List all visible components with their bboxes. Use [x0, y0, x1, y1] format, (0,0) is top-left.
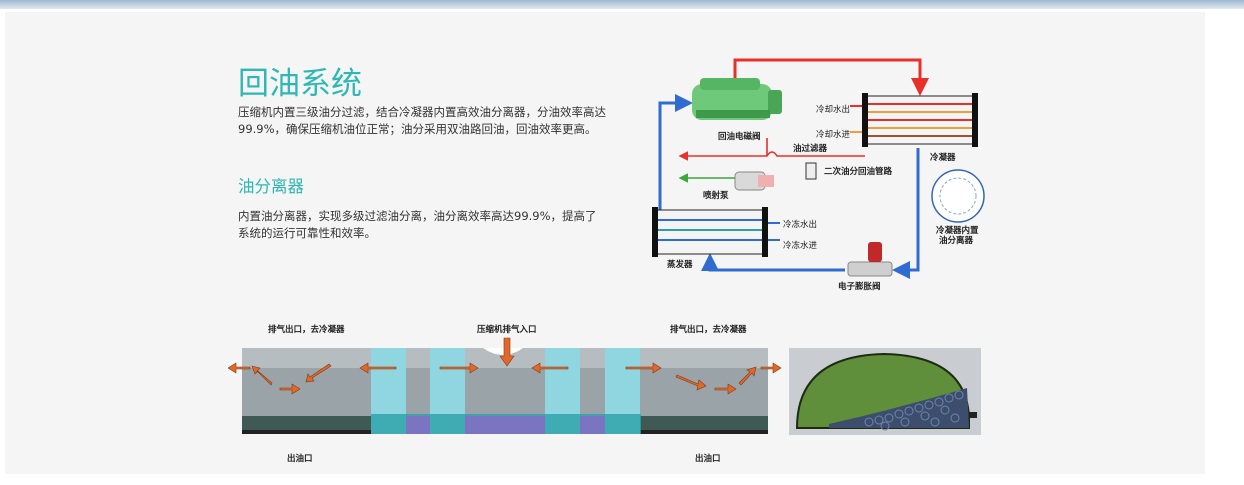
label-oil-out-left: 出油口	[287, 454, 313, 464]
condenser-separator-inset	[931, 169, 985, 223]
label-solenoid: 回油电磁阀	[718, 132, 761, 142]
label-secondary-oil: 二次油分回油管路	[824, 167, 893, 177]
oil-separator-cutaway	[228, 337, 782, 434]
label-separator-1: 冷凝器内置	[936, 226, 979, 236]
condenser-illustration	[850, 93, 978, 147]
label-cooling-out: 冷却水出	[816, 105, 851, 115]
label-exhaust-left: 排气出口，去冷凝器	[268, 325, 345, 335]
intro-text: 压缩机内置三级油分过滤，结合冷凝器内置高效油分离器，分油效率高达99.9%，确保…	[238, 105, 606, 136]
top-banner-strip	[0, 0, 1244, 9]
evaporator-illustration	[652, 207, 780, 257]
electronic-expansion-valve	[847, 242, 893, 277]
separator-cross-section	[789, 348, 981, 435]
label-oil-filter: 油过滤器	[793, 144, 828, 154]
label-cooling-in: 冷却水进	[816, 130, 851, 140]
label-condenser: 冷凝器	[930, 153, 956, 163]
label-chilled-in: 冷冻水进	[783, 241, 818, 251]
liquid-line	[892, 148, 920, 279]
subsection-title: 油分离器	[238, 177, 304, 196]
compressor-illustration	[692, 78, 782, 120]
label-inlet: 压缩机排气入口	[477, 325, 537, 335]
label-evaporator: 蒸发器	[667, 260, 693, 270]
oil-return-line	[678, 151, 865, 161]
label-ejector: 喷射泵	[703, 191, 729, 201]
separator-text: 内置油分离器，实现多级过滤油分离，油分离效率高达99.9%，提高了系统的运行可靠…	[238, 209, 597, 240]
expansion-line	[701, 253, 845, 272]
oil-filter	[805, 162, 817, 180]
oil-return-schematic	[652, 58, 985, 279]
ejector-pump	[734, 171, 774, 191]
label-exv: 电子膨胀阀	[838, 282, 881, 292]
label-oil-out-right: 出油口	[695, 454, 721, 464]
discharge-line	[733, 58, 929, 96]
label-separator-2: 油分离器	[939, 236, 974, 246]
section-title: 回油系统	[238, 66, 362, 102]
label-exhaust-right: 排气出口，去冷凝器	[670, 325, 747, 335]
suction-line	[658, 94, 693, 220]
label-chilled-out: 冷冻水出	[783, 220, 818, 230]
